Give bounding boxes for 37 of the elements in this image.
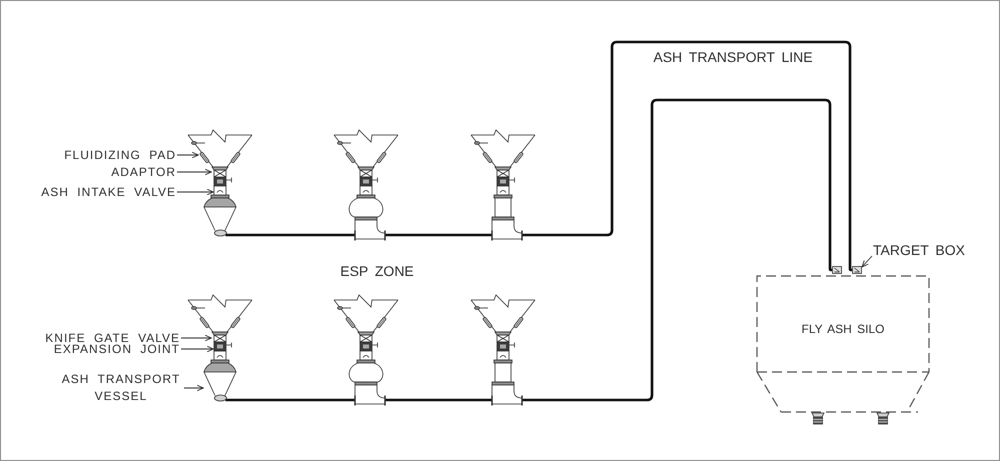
intake-valve (214, 186, 226, 195)
part-label: ASH TRANSPORT VESSEL (59, 371, 183, 405)
pipe-line (522, 98, 834, 402)
leader-line (180, 346, 214, 352)
hopper-valve-assembly (186, 294, 254, 403)
part-label: FLUIDIZING PAD (64, 148, 176, 162)
pipe-line (522, 40, 854, 272)
leader-line (180, 334, 212, 342)
part-label: KNIFE GATE VALVE (45, 331, 180, 345)
leader-line (176, 152, 199, 158)
part-label: ASH INTAKE VALVE (41, 185, 176, 199)
target-box (852, 266, 862, 274)
expansion-joint (214, 342, 232, 351)
adaptor-flange (212, 167, 228, 177)
fluidizing-pad (200, 152, 210, 164)
pipe-line (385, 234, 492, 236)
leader-line (184, 384, 204, 392)
pipe-line (385, 398, 492, 402)
part-label: EXPANSION JOINT (54, 342, 180, 356)
hopper-valve-assembly (469, 129, 537, 242)
line-label: ASH TRANSPORT LINE (653, 49, 813, 65)
zone-label: ESP ZONE (340, 263, 414, 279)
leader-line (176, 188, 214, 196)
part-label: ADAPTOR (111, 165, 176, 179)
target-box (832, 266, 842, 274)
leader-line (176, 168, 212, 176)
silo-label: FLY ASH SILO (802, 322, 884, 336)
leader-line (862, 256, 872, 268)
pipe-line (226, 398, 355, 402)
transport-vessel (204, 360, 236, 396)
gate-valve (212, 332, 228, 342)
hopper-valve-assembly (332, 294, 400, 407)
pipe-line (226, 234, 355, 236)
hopper-valve-assembly (332, 129, 400, 242)
hopper-valve-assembly (469, 294, 537, 407)
part-label: TARGET BOX (873, 242, 965, 258)
hopper-valve-assembly (186, 129, 254, 238)
